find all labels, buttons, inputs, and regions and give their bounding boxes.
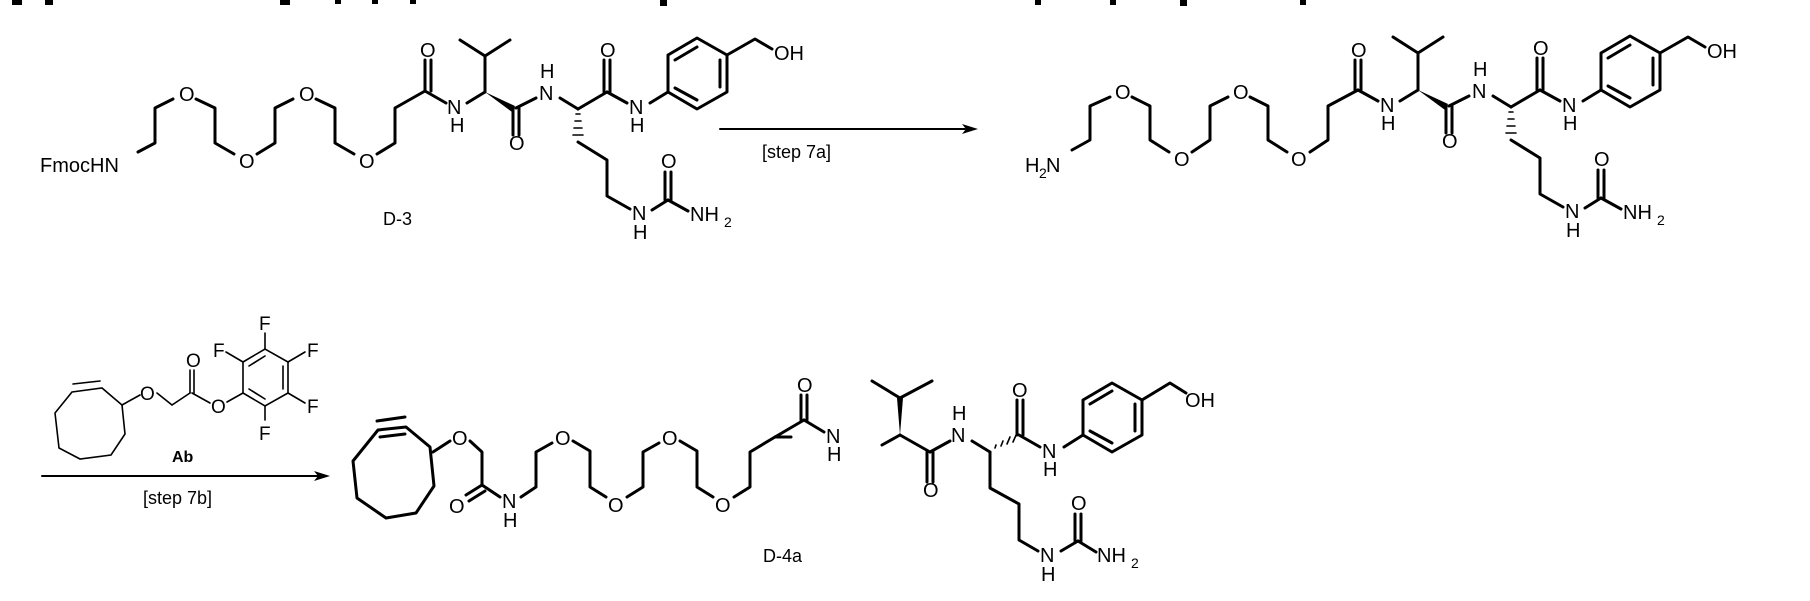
svg-text:O: O xyxy=(1115,82,1131,104)
reagent-ab: O O O F F F F F Ab xyxy=(54,314,319,466)
svg-text:N: N xyxy=(826,426,840,448)
svg-text:F: F xyxy=(213,341,225,362)
svg-text:OH: OH xyxy=(1185,390,1215,412)
svg-text:O: O xyxy=(662,428,678,450)
svg-text:O: O xyxy=(923,480,939,502)
reagent-ab-label: Ab xyxy=(172,449,194,466)
svg-text:H: H xyxy=(1563,113,1577,135)
svg-text:2: 2 xyxy=(724,214,732,230)
svg-text:N: N xyxy=(1042,441,1056,463)
svg-text:OH: OH xyxy=(774,43,804,65)
hash-bond xyxy=(572,113,584,136)
svg-text:O: O xyxy=(239,151,255,173)
svg-text:H: H xyxy=(1566,220,1580,242)
svg-text:H: H xyxy=(450,115,464,137)
svg-text:N: N xyxy=(539,83,553,105)
svg-text:O: O xyxy=(299,84,315,106)
svg-text:O: O xyxy=(715,495,731,517)
svg-text:F: F xyxy=(259,424,271,445)
svg-text:OH: OH xyxy=(1707,41,1737,63)
svg-text:H: H xyxy=(630,115,644,137)
fmochn-label: FmocHN xyxy=(40,155,119,177)
svg-text:2: 2 xyxy=(1131,555,1139,571)
svg-text:H: H xyxy=(1025,155,1039,177)
svg-text:N: N xyxy=(629,97,643,119)
svg-text:O: O xyxy=(1174,149,1190,171)
svg-text:O: O xyxy=(608,495,624,517)
svg-text:O: O xyxy=(359,151,375,173)
svg-text:N: N xyxy=(447,97,461,119)
svg-text:O: O xyxy=(211,397,226,418)
svg-text:N: N xyxy=(1046,155,1060,177)
svg-text:O: O xyxy=(797,375,813,397)
svg-text:N: N xyxy=(1562,95,1576,117)
svg-text:NH: NH xyxy=(1623,202,1652,224)
compound-label-d4a: D-4a xyxy=(763,546,803,566)
svg-text:O: O xyxy=(1071,493,1087,515)
step-7a-label: [step 7a] xyxy=(762,142,831,162)
step-7b-label: [step 7b] xyxy=(143,488,212,508)
svg-text:O: O xyxy=(452,428,468,450)
heading-fragment xyxy=(12,0,1306,6)
compound-amine: H 2 N O O O O O N H O H N xyxy=(1025,34,1737,242)
svg-text:O: O xyxy=(179,84,195,106)
svg-text:F: F xyxy=(259,314,271,335)
svg-text:F: F xyxy=(307,341,319,362)
svg-text:O: O xyxy=(509,133,525,155)
svg-text:H: H xyxy=(1041,564,1055,586)
compound-d3: FmocHN O O O O O N H O H N xyxy=(40,36,804,244)
svg-text:H: H xyxy=(503,510,517,532)
svg-text:N: N xyxy=(1472,81,1486,103)
svg-text:O: O xyxy=(140,384,155,405)
compound-d4a: O O N H O O O O O N H xyxy=(351,375,1215,586)
svg-text:N: N xyxy=(1380,95,1394,117)
svg-text:O: O xyxy=(1233,82,1249,104)
svg-text:H: H xyxy=(1473,59,1487,81)
svg-text:NH: NH xyxy=(690,204,719,226)
reaction-arrow-7a: [step 7a] xyxy=(719,124,978,162)
svg-text:N: N xyxy=(1565,201,1579,223)
svg-text:O: O xyxy=(1442,131,1458,153)
svg-text:O: O xyxy=(449,496,465,518)
svg-text:O: O xyxy=(1012,380,1028,402)
svg-text:O: O xyxy=(555,428,571,450)
svg-text:N: N xyxy=(1040,545,1054,567)
svg-text:H: H xyxy=(827,444,841,466)
svg-text:H: H xyxy=(540,61,554,83)
svg-text:O: O xyxy=(420,40,436,62)
svg-text:O: O xyxy=(1594,149,1610,171)
svg-text:O: O xyxy=(1291,149,1307,171)
svg-text:O: O xyxy=(1351,40,1367,62)
reaction-arrow-7b: [step 7b] xyxy=(41,471,330,508)
svg-text:O: O xyxy=(1533,38,1549,60)
svg-text:O: O xyxy=(661,151,677,173)
svg-text:NH: NH xyxy=(1097,545,1126,567)
svg-text:2: 2 xyxy=(1039,165,1047,181)
svg-text:N: N xyxy=(632,203,646,225)
svg-text:O: O xyxy=(600,40,616,62)
svg-text:N: N xyxy=(951,425,965,447)
svg-text:H: H xyxy=(952,403,966,425)
compound-label-d3: D-3 xyxy=(383,209,412,229)
svg-text:H: H xyxy=(1043,459,1057,481)
hash-bond xyxy=(994,432,1018,449)
svg-text:2: 2 xyxy=(1657,212,1665,228)
svg-text:N: N xyxy=(502,491,516,513)
svg-text:H: H xyxy=(1381,113,1395,135)
svg-text:H: H xyxy=(633,222,647,244)
svg-text:O: O xyxy=(186,351,201,372)
hash-bond xyxy=(1505,111,1517,134)
svg-text:F: F xyxy=(307,397,319,418)
